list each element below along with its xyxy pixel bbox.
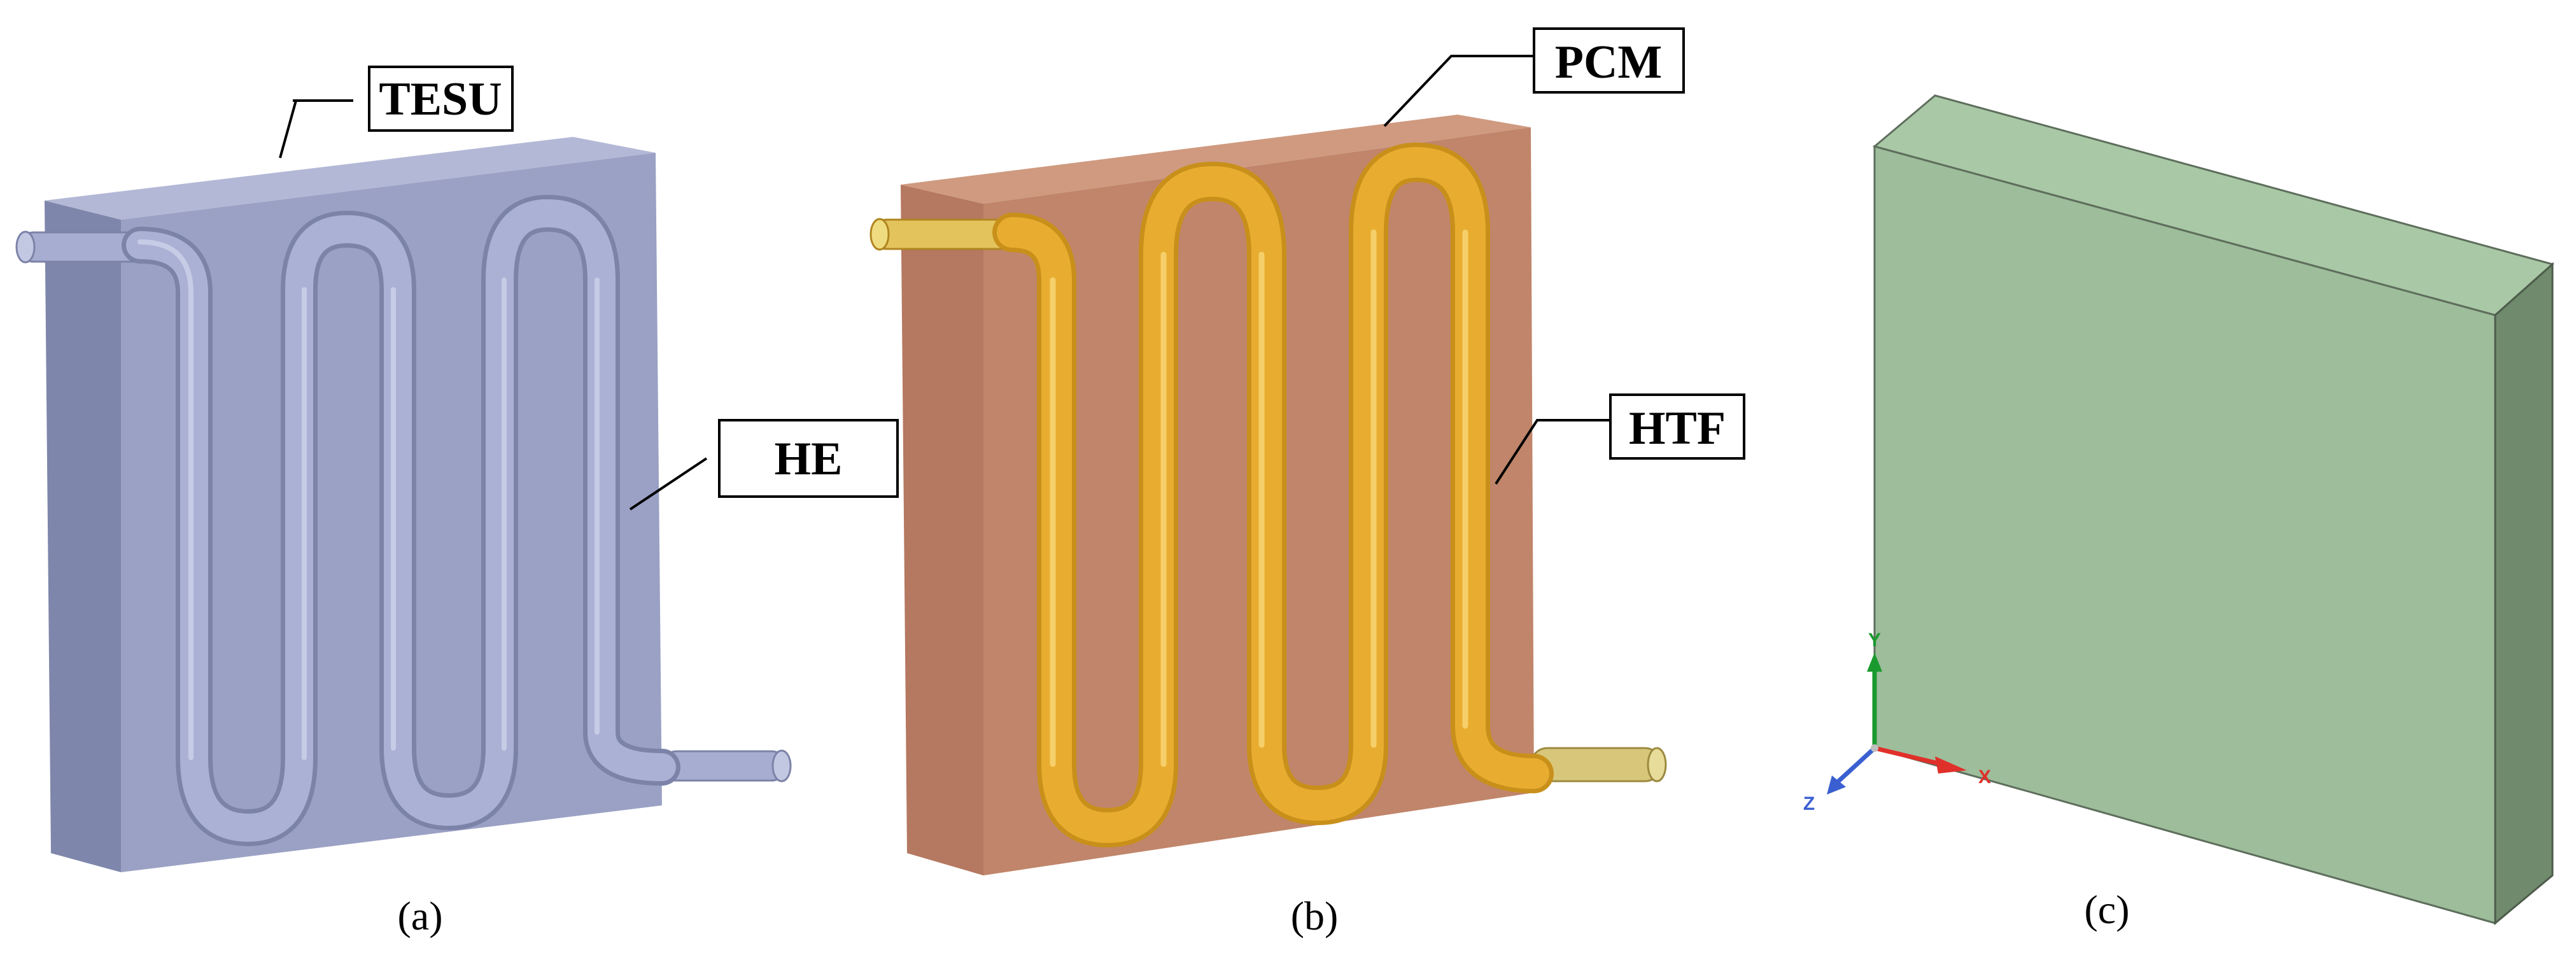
htf-callout-box <box>1609 393 1745 460</box>
he-callout-box <box>718 419 899 498</box>
panel-b: PCM HTF (b) <box>869 27 1745 938</box>
panel-c: Y X Z (c) <box>1803 94 2555 932</box>
pcm-left-face <box>901 185 983 875</box>
pcm-callout-label: PCM <box>1555 36 1663 88</box>
pcm-leader-line <box>1383 55 1534 127</box>
tesu-top-face <box>45 137 656 220</box>
axis-origin <box>1871 744 1878 752</box>
htf-outlet-stub <box>1530 747 1667 782</box>
x-axis-arrowhead <box>1935 756 1967 774</box>
tesu-leader-line <box>279 99 353 159</box>
block-side-face <box>2494 262 2554 926</box>
pcm-callout-box <box>1533 27 1685 94</box>
pcm-top-face <box>901 115 1531 204</box>
he-inlet-stub <box>15 230 157 264</box>
he-callout-label: HE <box>775 433 843 485</box>
z-axis-label: Z <box>1803 793 1815 814</box>
htf-callout-label: HTF <box>1629 402 1726 455</box>
tesu-callout-box <box>368 66 514 132</box>
z-axis-arrow <box>1834 746 1876 785</box>
htf-leader-line <box>1495 419 1610 485</box>
panel-a-caption: (a) <box>397 893 442 938</box>
he-leader-line <box>629 457 708 511</box>
tesu-left-face <box>45 201 121 872</box>
x-axis-label: X <box>1978 767 1991 788</box>
tesu-callout-label: TESU <box>379 73 502 125</box>
panel-c-caption: (c) <box>2084 887 2129 932</box>
panel-b-caption: (b) <box>1291 893 1339 938</box>
z-axis-arrowhead <box>1827 775 1846 795</box>
y-axis-label: Y <box>1868 630 1881 651</box>
axis-triad: Y X Z <box>1803 630 1991 814</box>
panel-a: TESU HE (a) <box>15 66 899 938</box>
he-outlet-stub <box>661 749 792 782</box>
y-axis-arrowhead <box>1867 653 1882 672</box>
